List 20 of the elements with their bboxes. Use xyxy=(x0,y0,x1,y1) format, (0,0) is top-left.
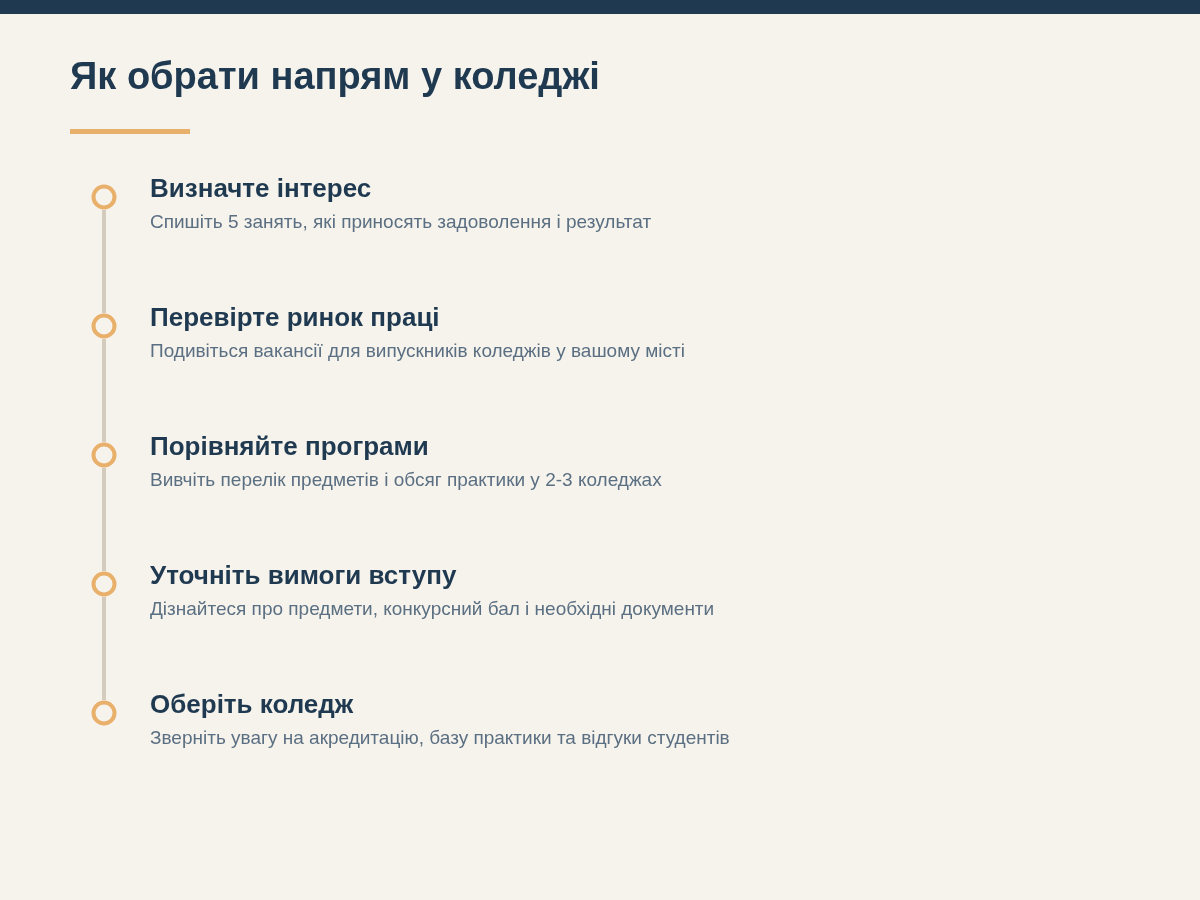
step-heading: Перевірте ринок праці xyxy=(150,301,440,333)
step-description: Зверніть увагу на акредитацію, базу практики та відгуки студентів xyxy=(150,726,730,750)
timeline-ring xyxy=(91,571,117,597)
timeline-line xyxy=(102,468,106,571)
timeline-ring xyxy=(91,442,117,468)
timeline-ring xyxy=(91,313,117,339)
step-description: Вивчіть перелік предметів і обсяг практики у 2-3 коледжах xyxy=(150,468,662,492)
timeline-line xyxy=(102,339,106,442)
step-heading: Уточніть вимоги вступу xyxy=(150,559,457,591)
step-heading: Оберіть коледж xyxy=(150,688,354,720)
step-heading: Визначте інтерес xyxy=(150,172,372,204)
timeline-line xyxy=(102,210,106,313)
timeline-ring xyxy=(91,184,117,210)
step-heading: Порівняйте програми xyxy=(150,430,429,462)
timeline-line xyxy=(102,597,106,700)
step-description: Подивіться вакансії для випускників коледжів у вашому місті xyxy=(150,339,685,363)
title: Як обрати напрям у коледжі xyxy=(70,54,600,99)
step-description: Дізнайтеся про предмети, конкурсний бал і необхідні документи xyxy=(150,597,715,621)
timeline-ring xyxy=(91,700,117,726)
step-description: Спишіть 5 занять, які приносять задоволення і результат xyxy=(150,210,652,234)
